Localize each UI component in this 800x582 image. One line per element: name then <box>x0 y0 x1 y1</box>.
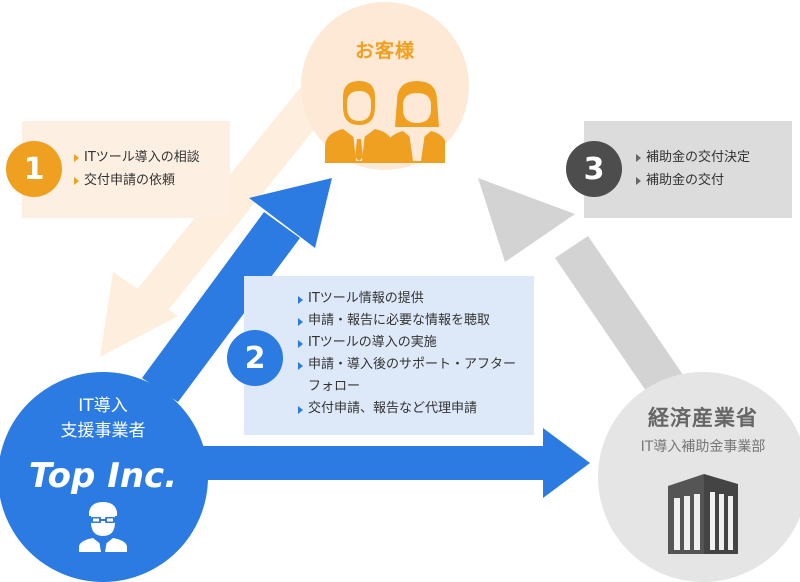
customer-title: お客様 <box>354 40 415 62</box>
vendor-label: IT導入 支援事業者 <box>61 394 146 444</box>
vendor-label-line1: IT導入 <box>78 396 128 416</box>
list-item: 申請・導入後のサポート・アフターフォロー <box>298 354 520 398</box>
ministry-subtitle: IT導入補助金事業部 <box>640 439 766 455</box>
ministry-title: 経済産業省 <box>648 406 758 430</box>
vendor-label-line2: 支援事業者 <box>60 421 146 441</box>
list-item: ITツールの導入の実施 <box>298 332 520 354</box>
step-2-box: ITツール情報の提供 申請・報告に必要な情報を聴取 ITツールの導入の実施 申請… <box>244 276 534 435</box>
list-item: 申請・報告に必要な情報を聴取 <box>298 310 520 332</box>
list-item: 交付申請の依頼 <box>74 169 200 192</box>
customer-people-icon <box>325 81 445 163</box>
arrow-vendor-to-ministry <box>200 428 590 498</box>
ministry-node: 経済産業省 IT導入補助金事業部 <box>598 372 800 582</box>
step-2-list: ITツール情報の提供 申請・報告に必要な情報を聴取 ITツールの導入の実施 申請… <box>298 288 520 420</box>
flow-arrows <box>100 88 690 498</box>
vendor-brand: Top Inc. <box>28 456 178 496</box>
list-item: 補助金の交付 <box>636 169 750 192</box>
arrow-ministry-to-customer <box>478 178 690 407</box>
step-3-list: 補助金の交付決定 補助金の交付 <box>636 146 750 192</box>
customer-node: お客様 <box>301 2 469 170</box>
step-1-list: ITツール導入の相談 交付申請の依頼 <box>74 146 200 192</box>
arrow-customer-to-vendor <box>100 88 330 357</box>
step-2-badge: 2 <box>227 330 283 386</box>
list-item: 交付申請、報告など代理申請 <box>298 398 520 420</box>
list-item: 補助金の交付決定 <box>636 146 750 169</box>
vendor-node: IT導入 支援事業者 Top Inc. <box>0 372 208 582</box>
arrow-vendor-to-customer <box>142 178 332 402</box>
list-item: ITツール情報の提供 <box>298 288 520 310</box>
step-1-badge: 1 <box>6 141 62 197</box>
building-icon <box>668 474 738 554</box>
step-3-badge: 3 <box>566 141 622 197</box>
vendor-person-icon <box>79 502 127 552</box>
list-item: ITツール導入の相談 <box>74 146 200 169</box>
